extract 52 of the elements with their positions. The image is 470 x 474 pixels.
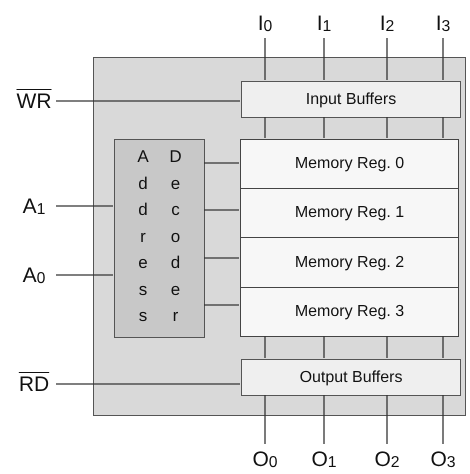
register-box [240,188,459,238]
signal-label: O$_{0}$ [249,444,281,474]
box-label: Output Buffers [300,368,402,388]
register-box [240,287,459,337]
box-label: Input Buffers [306,90,396,110]
signal-line [264,395,266,444]
signal-label: RD [12,369,56,399]
signal-line [56,205,113,207]
signal-label: A$_{1}$ [12,191,56,221]
signal-line [264,38,266,80]
signal-line [264,336,266,358]
signal-label: I$_{3}$ [429,8,457,38]
vertical-label: Address [137,146,149,327]
register-box [240,139,459,189]
signal-line [386,395,388,444]
decoder-box [114,139,205,338]
signal-line [386,117,388,138]
signal-line [204,257,239,259]
signal-line [323,336,325,358]
signal-line [204,209,239,211]
signal-line [442,38,444,80]
signal-label: O$_{2}$ [371,444,403,474]
signal-line [386,38,388,80]
vertical-label: Decoder [169,146,182,327]
chip-outline [93,57,466,416]
signal-line [204,162,239,164]
signal-line [56,274,113,276]
signal-label: I$_{2}$ [373,8,401,38]
box-label: Memory Reg. 3 [294,302,404,322]
signal-label: A$_{0}$ [12,260,56,290]
signal-line [264,117,266,138]
signal-line [386,336,388,358]
box-label: Memory Reg. 0 [294,154,404,174]
signal-line [442,336,444,358]
signal-label: I$_{0}$ [251,8,279,38]
signal-label: I$_{1}$ [310,8,338,38]
signal-line [56,383,240,385]
buffer-box [241,81,461,118]
signal-line [323,38,325,80]
register-box [240,237,459,288]
signal-line [442,395,444,444]
signal-line [323,117,325,138]
box-label: Memory Reg. 2 [294,252,404,272]
signal-line [204,304,239,306]
signal-label: O$_{3}$ [427,444,459,474]
signal-label: O$_{1}$ [308,444,340,474]
signal-line [56,100,240,102]
signal-line [442,117,444,138]
signal-line [323,395,325,444]
signal-label: WR [12,86,56,116]
box-label: Memory Reg. 1 [294,203,404,223]
buffer-box [241,359,461,396]
